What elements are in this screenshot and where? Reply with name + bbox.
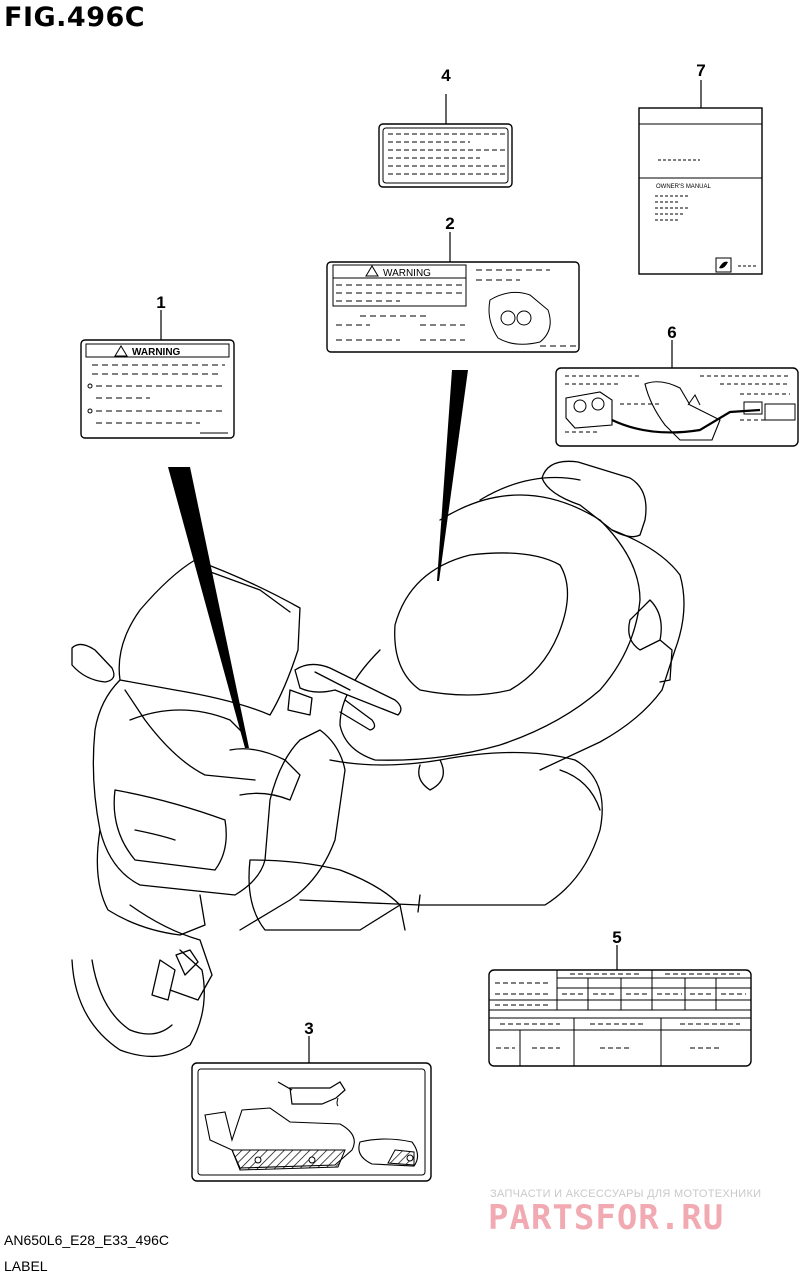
label-7-manual-text: OWNER'S MANUAL — [656, 184, 711, 190]
figure-code: AN650L6_E28_E33_496C — [4, 1232, 170, 1248]
label-2-warning — [326, 232, 580, 353]
scooter-drawing — [71, 460, 685, 1058]
label-2-warning-text: WARNING — [383, 268, 431, 279]
callout-3: 3 — [304, 1019, 313, 1038]
leader-label-2 — [437, 370, 468, 581]
watermark-logo: PARTSFOR.RU — [488, 1198, 725, 1238]
label-6-wiring — [555, 340, 799, 447]
figure-title: FIG.496C — [4, 2, 146, 33]
figure-caption: LABEL — [4, 1258, 48, 1274]
label-5-table — [488, 945, 752, 1067]
callout-1: 1 — [156, 293, 165, 312]
label-3-oil — [191, 1036, 432, 1182]
label-4 — [378, 94, 513, 188]
callout-7: 7 — [696, 61, 705, 80]
callout-5: 5 — [612, 928, 621, 947]
leader-label-1 — [168, 467, 249, 748]
label-1-warning-text: WARNING — [132, 347, 181, 358]
callout-4: 4 — [441, 66, 451, 85]
label-1-warning — [80, 310, 235, 439]
leader-wedges — [168, 370, 468, 748]
callout-6: 6 — [667, 323, 676, 342]
watermark-tagline: ЗАПЧАСТИ И АКСЕССУАРЫ ДЛЯ МОТОТЕХНИКИ — [490, 1188, 762, 1200]
label-7-owners-manual — [638, 80, 763, 275]
callout-2: 2 — [445, 214, 454, 233]
